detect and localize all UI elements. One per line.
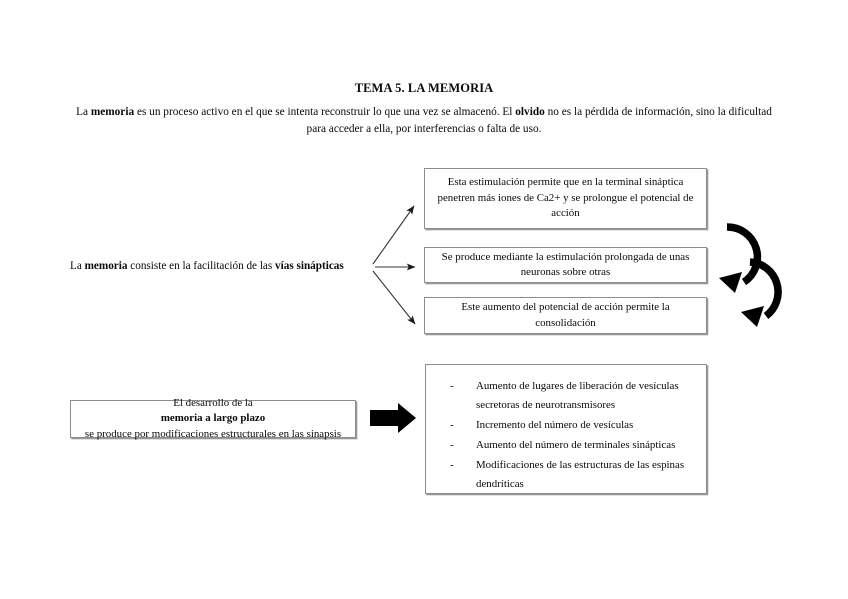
list-item: - Aumento de lugares de liberación de ve… [444,377,696,415]
list-item-text: Aumento del número de terminales sinápti… [476,439,676,451]
list-item-text: Aumento de lugares de liberación de vesí… [476,380,679,411]
box-estimulacion-ca-text: Esta estimulación permite que en la term… [437,176,694,220]
upper-statement-bold-vias-sinapticas: vías sinápticas [275,260,344,272]
mlp-part2: se produce por modificaciones estructura… [84,427,342,440]
box-consolidacion: Este aumento del potencial de acción per… [424,297,707,334]
upper-statement-part2: consiste en la facilitación de las [127,260,276,272]
thin-arrow-down [372,270,416,325]
curved-arrow-upper-icon [719,223,762,293]
list-item-text: Modificaciones de las estructuras de las… [476,459,685,490]
intro-text-part1: La [76,106,91,118]
intro-text-part3: no es la pérdida de información, sino la… [306,106,772,135]
upper-statement-part1: La [70,260,85,272]
intro-text-part2: es un proceso activo en el que se intent… [134,106,516,118]
list-bullet: - [450,439,454,451]
box-consolidacion-text: Este aumento del potencial de acción per… [461,301,670,329]
list-bullet: - [450,419,454,431]
page-title: TEMA 5. LA MEMORIA [354,81,494,95]
list-item: - Modificaciones de las estructuras de l… [444,456,696,494]
list-item: - Incremento del número de vesículas [444,416,696,435]
mlp-part1: El desarrollo de la [173,396,253,409]
box-estimulacion-prolongada: Se produce mediante la estimulación prol… [424,247,707,283]
modificaciones-list: - Aumento de lugares de liberación de ve… [444,377,696,494]
box-modificaciones-list: - Aumento de lugares de liberación de ve… [425,364,707,494]
mlp-bold: memoria a largo plazo [160,412,266,425]
list-bullet: - [450,380,454,392]
block-arrow-right-icon [370,403,416,433]
box-memoria-largo-plazo: El desarrollo de la memoria a largo plaz… [70,397,356,440]
list-item-text: Incremento del número de vesículas [476,419,634,431]
box-estimulacion-prolongada-text: Se produce mediante la estimulación prol… [441,250,690,279]
upper-statement-bold-memoria: memoria [84,260,128,272]
list-item: - Aumento del número de terminales sináp… [444,436,696,455]
intro-paragraph: La memoria es un proceso activo en el qu… [72,104,776,138]
box-memoria-largo-plazo-text: El desarrollo de la memoria a largo plaz… [85,396,341,443]
curved-arrow-lower-icon [741,258,782,327]
box-estimulacion-ca: Esta estimulación permite que en la term… [424,168,707,229]
upper-statement: La memoria consiste en la facilitación d… [70,258,366,274]
thin-arrow-up [372,205,415,265]
intro-bold-olvido: olvido [515,106,545,118]
list-bullet: - [450,459,454,471]
intro-bold-memoria: memoria [90,106,135,118]
